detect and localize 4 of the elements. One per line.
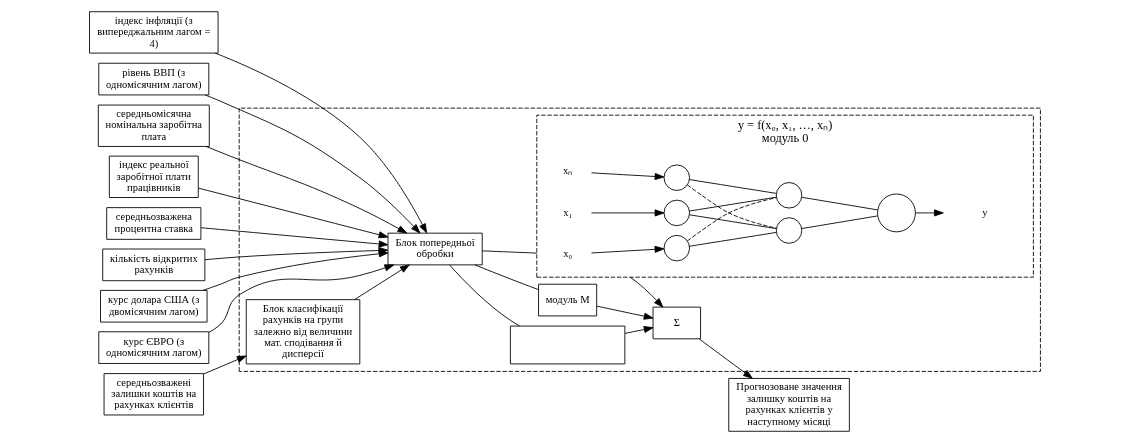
node-text: xₙ [562,165,572,177]
node-text: x₀ [562,248,572,260]
node-text: y [981,206,988,218]
node-text: x₁ [562,206,572,218]
